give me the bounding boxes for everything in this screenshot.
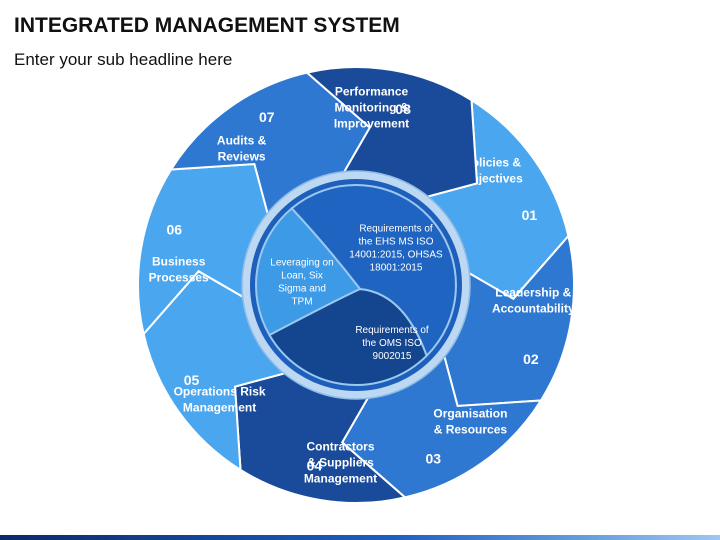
segment-number: 01 bbox=[522, 207, 538, 223]
segment-label: Audits &Reviews bbox=[217, 134, 267, 164]
segment-number: 05 bbox=[184, 372, 200, 388]
segment-label: Organisation& Resources bbox=[433, 406, 507, 436]
page-title: INTEGRATED MANAGEMENT SYSTEM bbox=[14, 14, 400, 37]
segment-number: 03 bbox=[426, 451, 442, 467]
bottom-accent-bar bbox=[0, 535, 720, 540]
hub-lobe-left bbox=[255, 207, 362, 337]
segment-number: 04 bbox=[307, 457, 323, 473]
segment-number: 08 bbox=[395, 101, 411, 117]
segment-number: 07 bbox=[259, 109, 275, 125]
segment-label: Leadership &Accountability bbox=[492, 286, 575, 316]
segment-number: 06 bbox=[167, 221, 183, 237]
page-subtitle: Enter your sub headline here bbox=[14, 50, 233, 69]
segment-number: 02 bbox=[523, 351, 539, 367]
